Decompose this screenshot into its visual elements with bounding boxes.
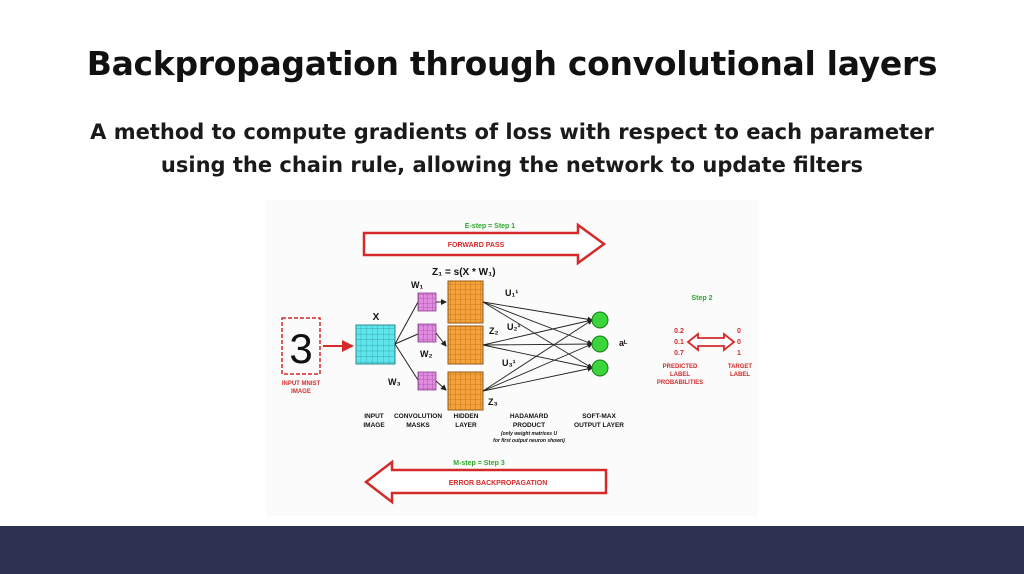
footer-bar [0,526,1024,574]
input-mnist-label-1: INPUT MNIST [282,381,321,387]
conv-masks-caption-2: MASKS [406,422,430,429]
mnist-input-box [281,317,321,375]
softmax-caption-2: OUTPUT LAYER [574,422,624,429]
z3-label: Z₃ [488,397,498,407]
target-value-1: 0 [737,328,741,335]
pred-value-3: 0.7 [674,350,684,357]
hadamard-note-1: (only weight matrices U [501,431,558,437]
a-label: aᴸ [619,338,628,348]
w1-label: W₁ [411,280,423,290]
w2-to-z2-arrow [435,332,447,347]
hadamard-caption-1: HADAMARD [510,413,549,420]
backprop-arrow [363,459,608,505]
w3-label: W₃ [388,377,401,387]
pred-value-1: 0.2 [674,328,684,335]
forward-pass-arrow [362,222,607,266]
hadamard-caption-2: PRODUCT [513,422,545,429]
hidden-z2 [447,325,484,365]
backprop-label: ERROR BACKPROPAGATION [449,480,548,487]
u1-label: U₁¹ [505,288,518,298]
input-image-caption-2: IMAGE [363,422,385,429]
u2-label: U₂¹ [507,322,521,332]
subtitle-line-1: A method to compute gradients of loss wi… [90,120,934,144]
u3-label: U₃¹ [502,358,516,368]
input-image-grid [355,324,396,365]
estep-label: E-step = Step 1 [465,223,515,230]
subtitle-line-2: using the chain rule, allowing the netwo… [160,153,864,177]
softmax-caption-1: SOFT-MAX [582,413,616,420]
x-to-w3-line [394,343,419,381]
x-label: X [373,312,380,323]
predicted-label-3: PROBABILITIES [657,380,703,386]
z1-equation: Z₁ = s(X * W₁) [432,267,496,278]
target-label-2: LABEL [730,372,750,378]
output-neuron-3 [591,359,609,377]
step2-label: Step 2 [691,295,712,302]
output-neuron-1 [591,311,609,329]
w3-to-z3-arrow [435,380,447,391]
mnist-digit: 3 [289,325,312,372]
pred-value-2: 0.1 [674,339,684,346]
input-image-caption-1: INPUT [364,413,384,420]
predicted-label-2: LABEL [670,372,690,378]
mask-w3 [417,371,437,391]
hidden-z1 [447,280,484,324]
hidden-layer-caption-1: HIDDEN [454,413,479,420]
mask-w2 [417,323,437,343]
forward-pass-label: FORWARD PASS [448,242,505,249]
hidden-z3 [447,371,484,411]
mask-w1 [417,292,437,312]
x-to-w1-line [394,301,419,345]
hadamard-note-2: for first output neuron shown) [493,438,565,444]
slide-subtitle: A method to compute gradients of loss wi… [40,116,984,182]
target-value-2: 0 [737,339,741,346]
mstep-label: M-step = Step 3 [453,460,505,467]
w2-label: W₂ [420,349,433,359]
compare-double-arrow [686,332,736,352]
x-to-w2-line [394,333,419,345]
diagram-svg: E-step = Step 1 FORWARD PASS Z₁ = s(X * … [266,200,758,516]
target-label-1: TARGET [728,364,753,370]
predicted-label-1: PREDICTED [663,364,698,370]
output-neuron-2 [591,335,609,353]
conv-masks-caption-1: CONVOLUTION [394,413,442,420]
input-mnist-label-2: IMAGE [291,389,311,395]
target-value-3: 1 [737,350,741,357]
cnn-backprop-diagram: E-step = Step 1 FORWARD PASS Z₁ = s(X * … [266,200,758,516]
slide-title: Backpropagation through convolutional la… [86,44,938,83]
z2-label: Z₂ [489,326,499,336]
hidden-layer-caption-2: LAYER [455,422,477,429]
dense-connections [482,301,593,392]
